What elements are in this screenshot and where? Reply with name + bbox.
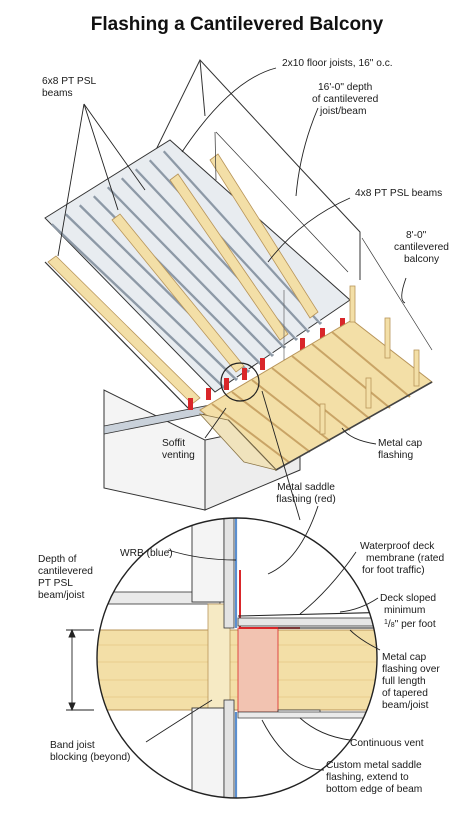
balcony-posts [319,285,420,435]
leader-lines-bottom [145,505,381,771]
sheathing-lower [223,699,235,798]
depth-dimension [66,628,94,712]
label-4x8-beams: 4x8 PT PSL beams [355,188,442,199]
wall-stud-upper [191,518,225,603]
metal-cap-detail [278,627,377,710]
leader-lines-top [57,67,407,445]
balcony-joists [211,331,411,464]
label-wrb: WRB (blue) [120,548,173,559]
saddle-flashing-marks [188,318,345,410]
house-framing [44,59,433,511]
detail-section [97,518,377,798]
label-slope-value: 1/8" per foot [384,619,436,630]
psl-beams [47,153,319,405]
deck-membrane [237,617,377,627]
soffit-detail [237,711,377,719]
wall-stud-lower [191,707,225,798]
sheathing-upper [223,518,235,629]
saddle-flashing [237,627,279,713]
detail-callout-circle [220,362,260,402]
label-floor-joists: 2x10 floor joists, 16" o.c. [282,58,393,69]
diagram-title: Flashing a Cantilevered Balcony [90,14,384,35]
detail-circle-outline [96,517,378,799]
label-continuous-vent: Continuous vent [350,738,424,749]
